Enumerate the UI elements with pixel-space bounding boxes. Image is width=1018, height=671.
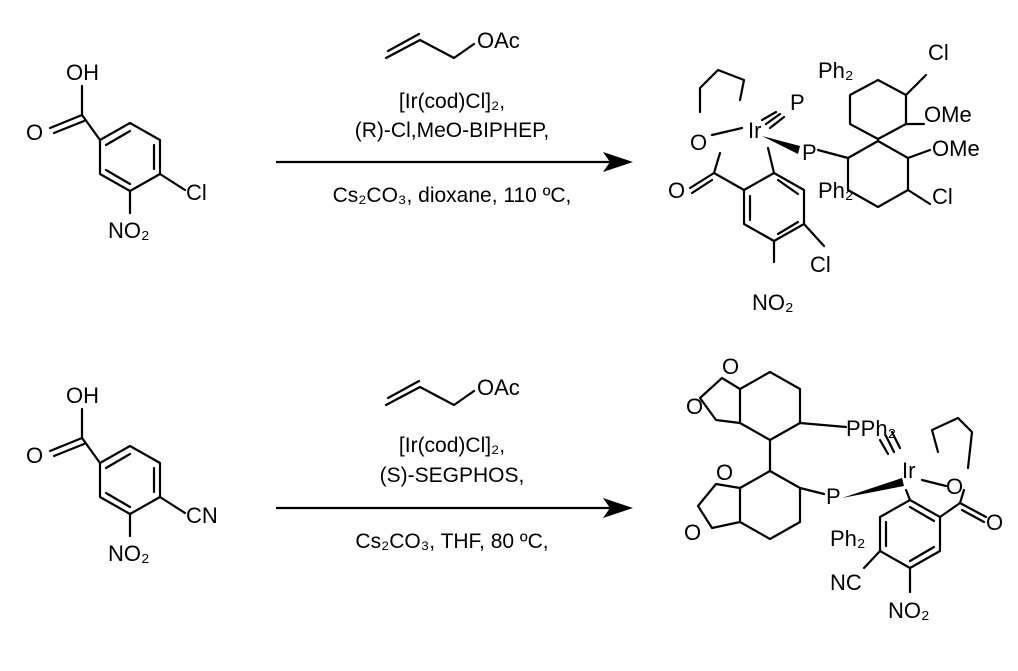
product-1-carbonyl-bond: [688, 171, 716, 195]
product-2-o-carbonyl-label: O: [986, 510, 1003, 535]
substrate-1-cl-bond: [158, 172, 187, 192]
product-2-p-label: P: [826, 484, 841, 509]
reaction-arrow-1-head: [603, 152, 633, 172]
product-2-o-ir-bond: [920, 478, 948, 488]
product-1-ir-aryl-bond: [766, 146, 776, 175]
product-2-carboxyl-bonds: [938, 488, 988, 524]
conditions-1-line-1: [Ir(cod)Cl]₂,: [399, 90, 505, 113]
allyl-acetate-2-label: OAc: [477, 375, 520, 400]
product-1-ir-p-wedge: [762, 136, 800, 154]
allyl-acetate-1-label: OAc: [477, 28, 520, 53]
product-1-lower-arene: [846, 139, 932, 209]
conditions-2-line-3: Cs₂CO₃, THF, 80 ºC,: [355, 530, 548, 553]
substrate-2-cn-label: CN: [186, 503, 218, 528]
reaction-2: OH O CN NO₂ OAc [Ir(cod)Cl]₂, (S)-SEGPHO…: [26, 354, 1003, 623]
allyl-acetate-2: OAc: [384, 375, 520, 407]
product-2: O O O O PPh₂ P Ph₂ Ir O O NC NO₂: [684, 354, 1003, 623]
product-2-o-top-2-label: O: [686, 394, 703, 419]
substrate-2: OH O CN NO₂: [26, 383, 218, 566]
product-2-o-bot-2-label: O: [684, 520, 701, 545]
product-1-ph2-bottom-label: Ph₂: [818, 178, 853, 203]
product-1-aryl-inner-bonds: [748, 178, 800, 236]
product-1-p1-label: P: [790, 90, 805, 115]
product-2-ir-pph2-hashed: [878, 430, 902, 456]
conditions-2-line-2: (S)-SEGPHOS,: [380, 464, 525, 487]
substrate-1-carboxyl-bonds: [48, 84, 102, 142]
substrate-2-carboxyl-bonds: [48, 407, 102, 465]
product-2-o-ring-label: O: [946, 474, 963, 499]
product-1-aryl-ring: [712, 171, 806, 243]
product-2-ir-label: Ir: [902, 458, 915, 483]
conditions-1-line-3: Cs₂CO₃, dioxane, 110 ºC,: [333, 184, 572, 207]
product-1-p-aryl-bond: [816, 148, 850, 160]
substrate-2-ring-inner-bonds: [104, 452, 156, 509]
product-2-ir-p-wedge: [842, 478, 904, 498]
product-1-o-carbonyl-label: O: [668, 178, 685, 203]
product-2-nitro-label: NO₂: [888, 598, 930, 623]
substrate-1-nitro-label: NO₂: [108, 218, 150, 243]
product-1-cl-lower-label: Cl: [932, 184, 953, 209]
product-2-nc-bond: [862, 549, 882, 570]
product-1-ome-1-label: OMe: [924, 102, 972, 127]
product-2-nc-label: NC: [830, 570, 862, 595]
product-1-nitro-label: NO₂: [752, 290, 794, 315]
allyl-acetate-1-skeleton: [384, 32, 476, 60]
substrate-1-ring-inner-bonds: [104, 129, 156, 186]
product-2-pph2-label: PPh₂: [846, 416, 896, 441]
product-2-p-bonds: [798, 421, 848, 496]
reaction-1: OH O Cl NO₂ OAc [Ir(cod)Cl]₂, (R)-Cl,MeO…: [26, 28, 980, 315]
product-1-cl-aryl-label: Cl: [810, 252, 831, 277]
product-1-p2-label: P: [802, 140, 817, 165]
substrate-2-nitro-label: NO₂: [108, 541, 150, 566]
product-2-ph2-label: Ph₂: [830, 526, 865, 551]
product-2-o-bot-1-label: O: [716, 460, 733, 485]
product-2-ir-aryl-bond: [904, 488, 912, 502]
product-1-allyl-ligand: [698, 68, 746, 114]
product-2-upper-arene: [738, 370, 802, 442]
substrate-2-carbonyl-o-label: O: [26, 443, 43, 468]
substrate-2-cn-bond: [158, 495, 187, 515]
product-1-o-ring-label: O: [690, 130, 707, 155]
product-1-ir-label: Ir: [748, 118, 761, 143]
product-2-allyl-ligand: [930, 416, 974, 470]
product-2-lower-arene: [738, 469, 802, 541]
allyl-acetate-2-skeleton: [384, 379, 476, 407]
substrate-2-ring: [98, 444, 162, 516]
product-1-ph2-top-label: Ph₂: [818, 58, 853, 83]
product-1-cl-top-label: Cl: [928, 40, 949, 65]
product-1-ome-2-label: OMe: [932, 136, 980, 161]
product-2-upper-dioxole: [698, 376, 742, 425]
product-2-aryl-ring: [878, 498, 942, 570]
substrate-1-carbonyl-o-label: O: [26, 120, 43, 145]
product-2-o-top-1-label: O: [722, 354, 739, 379]
allyl-acetate-1: OAc: [384, 28, 520, 60]
substrate-2-oh-label: OH: [66, 383, 99, 408]
product-2-lower-dioxole: [696, 482, 742, 530]
product-2-aryl-inner-bonds: [884, 505, 936, 563]
substrate-1-cl-label: Cl: [186, 180, 207, 205]
product-1-o-ir-bonds: [710, 126, 744, 175]
product-1-upper-arene: [848, 73, 928, 141]
conditions-2-line-1: [Ir(cod)Cl]₂,: [399, 434, 505, 457]
conditions-1-line-2: (R)-Cl,MeO-BIPHEP,: [355, 119, 549, 142]
product-1-ir-p-hashed: [760, 110, 786, 130]
product-1-aryl-cl-bond: [802, 222, 826, 248]
substrate-1-oh-label: OH: [66, 60, 99, 85]
substrate-1-ring: [98, 121, 162, 193]
product-1: O O Ir P P Ph₂ Ph₂ Cl OMe OMe Cl Cl NO₂: [668, 40, 980, 315]
reaction-arrow-2-head: [603, 498, 633, 518]
substrate-1: OH O Cl NO₂: [26, 60, 207, 243]
